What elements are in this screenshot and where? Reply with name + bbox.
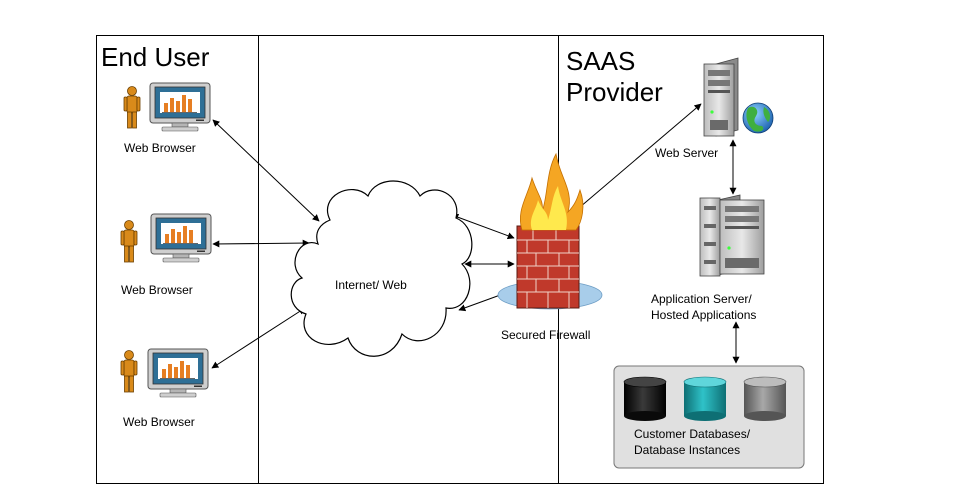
browser-client-3: Web Browser — [120, 348, 209, 429]
connections — [211, 103, 740, 369]
browser-client-2: Web Browser — [120, 213, 212, 297]
arrow-internet-firewall-top — [451, 213, 515, 240]
web-server-label: Web Server — [655, 146, 718, 160]
globe-icon — [742, 102, 774, 134]
arrow-browser3-internet — [211, 307, 306, 369]
arrow-firewall-webserver — [572, 103, 702, 214]
app-server-label-line2: Hosted Applications — [651, 308, 756, 322]
monitor-icon — [147, 348, 209, 398]
end-user-title: End User — [101, 42, 210, 72]
web-browser-label-3: Web Browser — [123, 415, 195, 429]
person-icon — [123, 86, 141, 129]
internet-cloud: Internet/ Web — [290, 180, 473, 357]
databases-label-line2: Database Instances — [634, 443, 740, 457]
internet-label: Internet/ Web — [335, 278, 407, 292]
customer-databases: Customer Databases/ Database Instances — [613, 365, 805, 469]
saas-title-line1: SAAS — [566, 46, 635, 76]
database-icon — [743, 376, 787, 421]
web-browser-label-2: Web Browser — [121, 283, 193, 297]
database-icon — [683, 376, 727, 421]
firewall-label: Secured Firewall — [501, 328, 590, 342]
server-icon — [699, 194, 765, 277]
monitor-icon — [149, 82, 211, 132]
monitor-icon — [150, 213, 212, 263]
person-icon — [120, 350, 138, 393]
browser-client-1: Web Browser — [123, 82, 211, 155]
cloud-icon — [290, 180, 473, 357]
app-server-label-line1: Application Server/ — [651, 292, 752, 306]
firewall-icon — [516, 152, 584, 309]
diagram-frame — [96, 35, 824, 484]
web-server: Web Server — [655, 57, 774, 160]
web-browser-label-1: Web Browser — [124, 141, 196, 155]
arrow-browser2-internet — [212, 239, 310, 248]
arrow-browser1-internet — [212, 119, 320, 222]
person-icon — [120, 220, 138, 263]
application-server: Application Server/ Hosted Applications — [651, 194, 765, 322]
server-icon — [703, 57, 739, 137]
databases-label-line1: Customer Databases/ — [634, 427, 751, 441]
database-icon — [623, 376, 667, 421]
firewall: Secured Firewall — [497, 152, 603, 342]
saas-title-line2: Provider — [566, 77, 663, 107]
